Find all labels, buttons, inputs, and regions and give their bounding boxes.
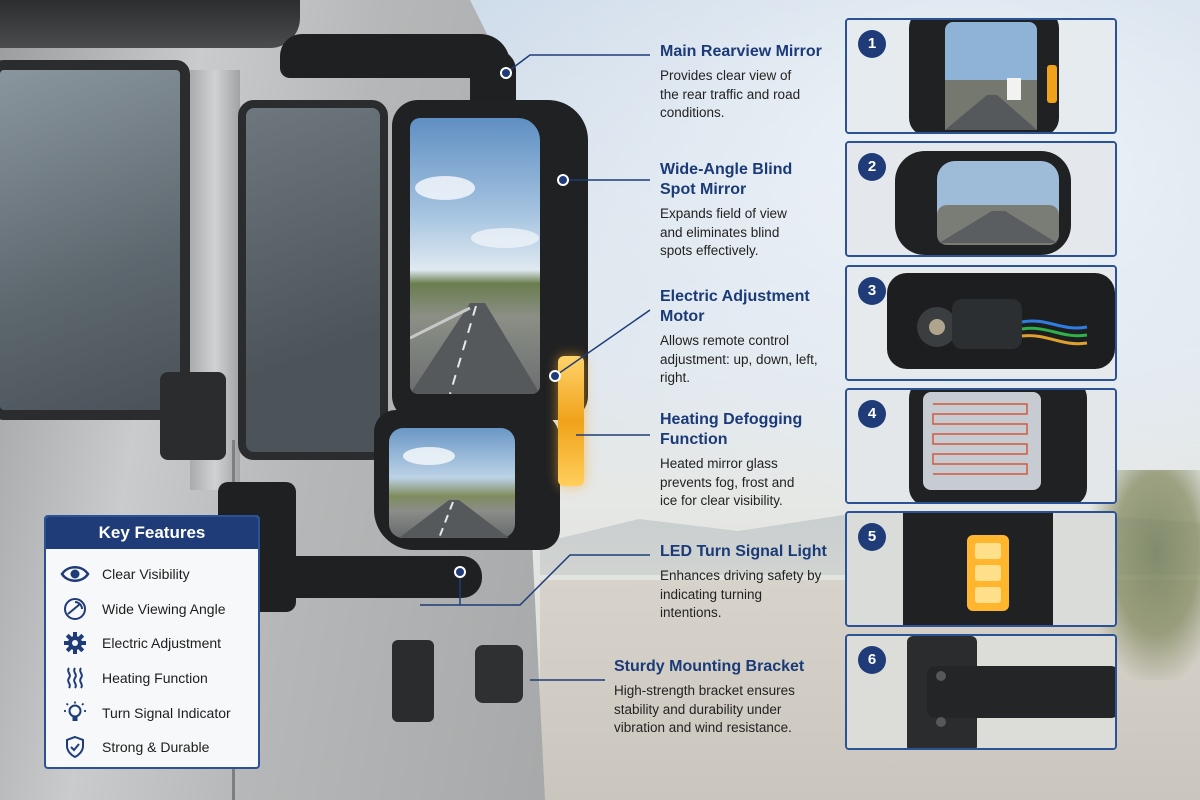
led-signal-closeup	[847, 513, 1115, 625]
detail-panel-5: 5	[845, 511, 1117, 627]
adjustment-motor-closeup	[847, 267, 1115, 379]
panel-number-badge: 4	[858, 400, 886, 428]
blind-spot-mirror-closeup	[847, 143, 1115, 255]
feature-led-signal: LED Turn Signal Light Enhances driving s…	[660, 542, 840, 623]
list-item: Strong & Durable	[60, 730, 258, 765]
feature-blind-spot: Wide-Angle Blind Spot Mirror Expands fie…	[660, 160, 840, 261]
main-mirror-glass	[410, 118, 540, 394]
panel-number-badge: 6	[858, 646, 886, 674]
door-handle	[392, 640, 434, 722]
feature-title: Main Rearview Mirror	[660, 43, 822, 60]
door-window	[238, 100, 388, 460]
feature-description: Provides clear view of the rear traffic …	[660, 68, 801, 120]
list-item: Clear Visibility	[60, 557, 258, 592]
blind-spot-mirror-glass	[389, 428, 515, 539]
wide-angle-icon	[60, 597, 90, 621]
key-feature-label: Heating Function	[102, 670, 208, 687]
detail-panel-4: 4	[845, 388, 1117, 504]
eye-icon	[60, 562, 90, 586]
detail-panel-1: 1	[845, 18, 1117, 134]
feature-title: LED Turn Signal Light	[660, 543, 827, 560]
list-item: Heating Function	[60, 661, 258, 696]
list-item: Turn Signal Indicator	[60, 695, 258, 730]
shield-check-icon	[60, 735, 90, 759]
heat-waves-icon	[60, 666, 90, 690]
key-feature-label: Turn Signal Indicator	[102, 704, 231, 721]
key-features-list: Clear Visibility Wide Viewing Angle Elec…	[46, 549, 258, 765]
pillar-latch	[160, 372, 226, 460]
gear-icon	[60, 631, 90, 655]
feature-description: Allows remote control adjustment: up, do…	[660, 333, 818, 385]
feature-title: Wide-Angle Blind Spot Mirror	[660, 161, 793, 198]
panel-number-badge: 1	[858, 30, 886, 58]
key-feature-label: Electric Adjustment	[102, 635, 222, 652]
feature-description: Enhances driving safety by indicating tu…	[660, 568, 822, 620]
panel-number-badge: 2	[858, 153, 886, 181]
lower-mounting-arm	[262, 556, 482, 598]
detail-panel-2: 2	[845, 141, 1117, 257]
feature-title: Sturdy Mounting Bracket	[614, 658, 805, 675]
led-turn-signal	[558, 356, 584, 486]
heating-element-closeup	[847, 390, 1115, 502]
feature-heating: Heating Defogging Function Heated mirror…	[660, 410, 840, 511]
mounting-bracket-closeup	[847, 636, 1115, 748]
feature-electric-motor: Electric Adjustment Motor Allows remote …	[660, 287, 840, 388]
panel-number-badge: 3	[858, 277, 886, 305]
feature-description: High-strength bracket ensures stability …	[614, 683, 795, 735]
windshield	[0, 60, 190, 420]
feature-title: Heating Defogging Function	[660, 411, 803, 448]
list-item: Electric Adjustment	[60, 626, 258, 661]
feature-mounting-bracket: Sturdy Mounting Bracket High-strength br…	[614, 657, 819, 738]
door-lock	[475, 645, 523, 703]
key-feature-label: Strong & Durable	[102, 739, 210, 756]
feature-title: Electric Adjustment Motor	[660, 288, 810, 325]
key-features-heading: Key Features	[46, 517, 258, 549]
panel-number-badge: 5	[858, 523, 886, 551]
cab-roof	[0, 0, 300, 48]
detail-panel-6: 6	[845, 634, 1117, 750]
lightbulb-icon	[60, 701, 90, 725]
key-feature-label: Wide Viewing Angle	[102, 600, 226, 617]
feature-description: Expands field of view and eliminates bli…	[660, 206, 787, 258]
feature-main-mirror: Main Rearview Mirror Provides clear view…	[660, 42, 840, 123]
list-item: Wide Viewing Angle	[60, 592, 258, 627]
feature-description: Heated mirror glass prevents fog, frost …	[660, 456, 795, 508]
key-features-box: Key Features Clear Visibility Wide Viewi…	[44, 515, 260, 769]
detail-panel-3: 3	[845, 265, 1117, 381]
key-feature-label: Clear Visibility	[102, 566, 190, 583]
main-mirror-closeup	[847, 20, 1115, 132]
